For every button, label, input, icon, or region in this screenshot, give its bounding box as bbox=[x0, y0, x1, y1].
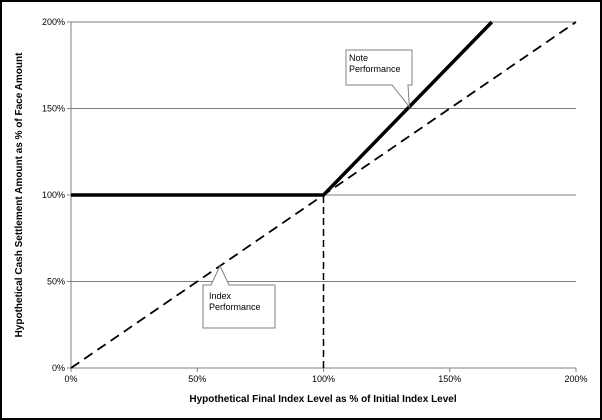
x-tick-label: 0% bbox=[64, 374, 77, 384]
y-axis-label: Hypothetical Cash Settlement Amount as %… bbox=[14, 52, 25, 338]
callout-box bbox=[202, 264, 276, 329]
x-tick-label: 200% bbox=[564, 374, 587, 384]
callout-text: Performance bbox=[349, 64, 401, 74]
callout-text: Note bbox=[349, 53, 368, 63]
callout-box bbox=[345, 49, 413, 109]
callout-text: Performance bbox=[209, 302, 261, 312]
y-tick-label: 150% bbox=[42, 104, 65, 114]
y-tick-label: 0% bbox=[52, 363, 65, 373]
callout-text: Index bbox=[209, 291, 232, 301]
series-index-performance bbox=[70, 21, 577, 369]
x-axis-label: Hypothetical Final Index Level as % of I… bbox=[189, 394, 457, 405]
y-tick-label: 50% bbox=[47, 277, 65, 287]
x-tick-label: 100% bbox=[312, 374, 335, 384]
y-tick-label: 100% bbox=[42, 190, 65, 200]
x-tick-label: 150% bbox=[438, 374, 461, 384]
y-tick-label: 200% bbox=[42, 17, 65, 27]
x-tick-label: 50% bbox=[188, 374, 206, 384]
